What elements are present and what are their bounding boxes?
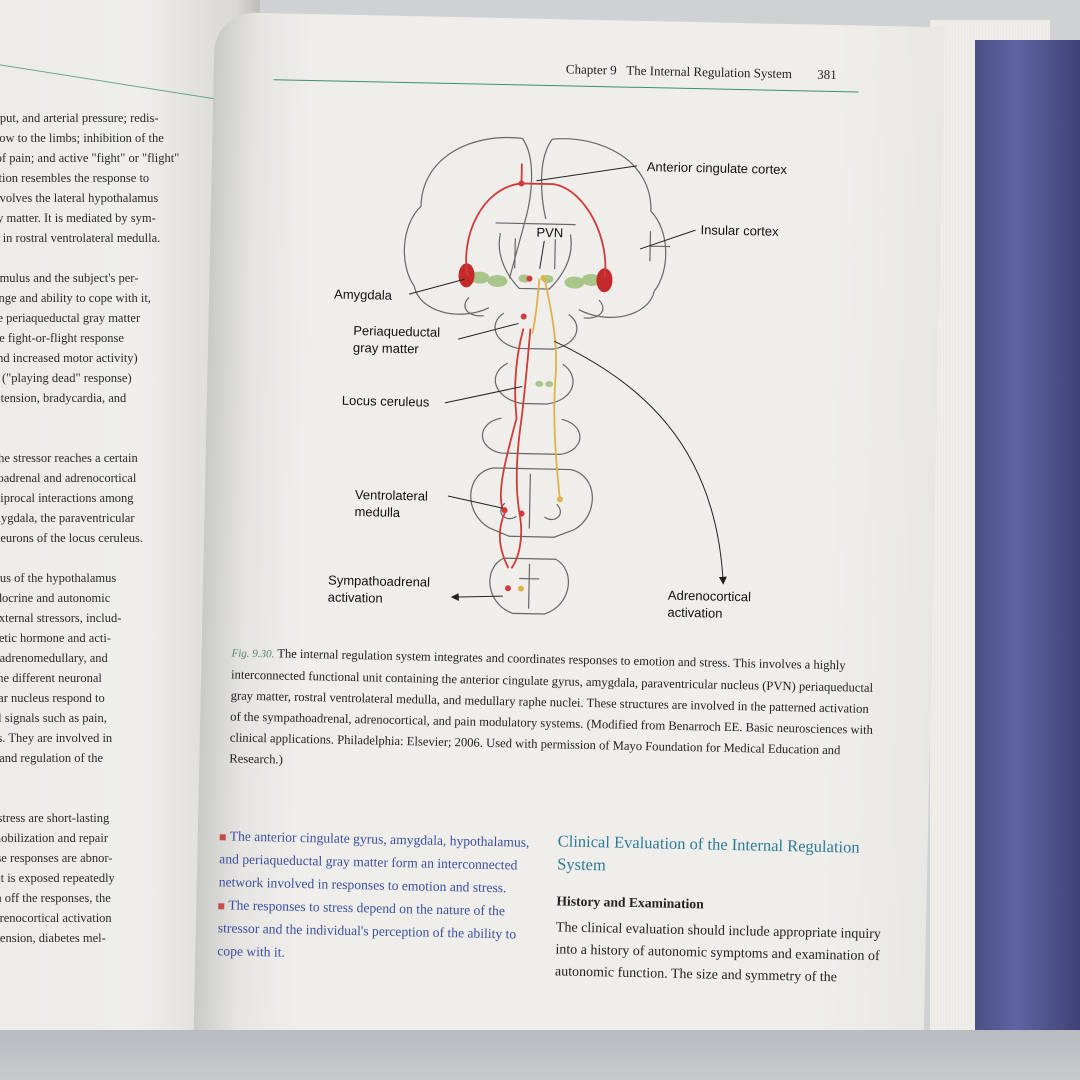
left-text-line: e challenge and ability to cope with it, <box>0 291 151 305</box>
left-text-line: ctal gray matter. It is mediated by sym- <box>0 211 156 225</box>
label-gray-matter: gray matter <box>352 339 419 357</box>
left-text-line <box>0 788 192 808</box>
label-periaqueductal: Periaqueductal <box>353 322 441 340</box>
left-text-line: ude of the stressor reaches a certain <box>0 451 138 465</box>
running-header: Chapter 9 The Internal Regulation System… <box>566 61 837 83</box>
label-adrenocortical: Adrenocortical <box>667 587 752 605</box>
amygdala-marks <box>458 263 613 293</box>
left-text-line: l and adrenocortical activation <box>0 911 112 925</box>
left-text-line: ympathoadrenal and adrenocortical <box>0 471 137 485</box>
left-text-line: s hypertension, diabetes mel- <box>0 931 106 945</box>
left-text-line: nergy mobilization and repair <box>0 831 108 845</box>
left-page-text: diac output, and arterial pressure; redi… <box>0 108 192 968</box>
left-text-line <box>0 408 192 428</box>
table-surface <box>0 1030 1080 1080</box>
left-text-line <box>0 248 192 268</box>
left-text-line: his reaction resembles the response to <box>0 171 150 185</box>
nuclei <box>469 271 602 388</box>
left-text-line: neurons in rostral ventrolateral medulla… <box>0 231 161 245</box>
bullet-square-icon <box>219 834 226 841</box>
left-text-line: nergic neurons of the locus ceruleus. <box>0 531 144 545</box>
right-page: Chapter 9 The Internal Regulation System… <box>193 12 945 1068</box>
left-text-line: blood flow to the limbs; inhibition of t… <box>0 131 164 145</box>
left-text-line <box>0 768 192 788</box>
left-text-line: tems. The different neuronal <box>0 671 102 685</box>
bullet-item: The anterior cingulate gyrus, amygdala, … <box>218 828 530 896</box>
left-text-line: tation and increased motor activity) <box>0 351 138 365</box>
junction-dots <box>501 180 563 592</box>
left-text-line: by hypotension, bradycardia, and <box>0 391 127 405</box>
label-sympathoadrenal: Sympathoadrenal <box>327 572 431 590</box>
left-text-line: he active fight-or-flight response <box>0 331 124 345</box>
yellow-pathways <box>531 278 561 500</box>
figure-number: Fig. 9.30. <box>231 647 275 661</box>
left-text-line: entricular nucleus respond to <box>0 691 105 705</box>
left-text-line: ytokines. They are involved in <box>0 731 113 745</box>
label-medulla: medulla <box>354 504 401 520</box>
leader-lines <box>409 165 727 601</box>
label-adrenocortical-activation: activation <box>667 604 723 621</box>
left-text-line: al and external stressors, includ- <box>0 611 122 625</box>
chapter-number: Chapter 9 <box>565 61 617 78</box>
left-page-rule <box>0 58 217 100</box>
figure-9-30: Anterior cingulate cortex Insular cortex… <box>312 114 923 666</box>
left-text-line <box>0 548 192 568</box>
left-text-line: f the amygdala, the paraventricular <box>0 511 135 525</box>
left-text-line: ycemia and regulation of the <box>0 751 103 765</box>
section-title: Clinical Evaluation of the Internal Regu… <box>557 831 860 875</box>
label-ventrolateral: Ventrolateral <box>354 487 429 504</box>
book-cover-edge <box>975 40 1080 1060</box>
left-text-line: oidance ("playing dead" response) <box>0 371 132 385</box>
left-text-line: e and involves the lateral hypothalamus <box>0 191 159 205</box>
caption-text: The internal regulation system integrate… <box>229 646 874 767</box>
left-text-line: d by reciprocal interactions among <box>0 491 134 505</box>
label-anterior-cingulate-cortex: Anterior cingulate cortex <box>646 159 788 178</box>
neuro-diagram <box>403 137 727 615</box>
summary-bullets: The anterior cingulate gyrus, amygdala, … <box>217 824 540 969</box>
left-text-line: hen these responses are abnor- <box>0 851 113 865</box>
bullet-square-icon <box>218 903 225 910</box>
left-text-line: n the stimulus and the subject's per- <box>0 271 139 285</box>
left-text-line: nses to stress are short-lasting <box>0 811 110 825</box>
subheading: History and Examination <box>556 893 704 912</box>
label-amygdala: Amygdala <box>333 286 393 303</box>
label-locus-ceruleus: Locus ceruleus <box>341 392 430 410</box>
figure-caption: Fig. 9.30. The internal regulation syste… <box>229 642 882 783</box>
left-text-line: ibition of pain; and active "fight" or "… <box>0 151 180 165</box>
red-pathways <box>465 163 607 569</box>
left-text-line: athetic, adrenomedullary, and <box>0 651 108 665</box>
left-text-line: e to turn off the responses, the <box>0 891 111 905</box>
label-pvn: PVN <box>536 224 564 241</box>
left-text-line: diac output, and arterial pressure; redi… <box>0 111 159 125</box>
left-text-line: ated endocrine and autonomic <box>0 591 111 605</box>
brain-outline <box>403 137 671 615</box>
body-paragraph: The clinical evaluation should include a… <box>554 920 881 986</box>
left-text-line <box>0 428 192 448</box>
left-text-line: antidiuretic hormone and acti- <box>0 631 111 645</box>
page-number: 381 <box>817 66 837 83</box>
label-sympathoadrenal-activation: activation <box>327 589 383 606</box>
left-text-line: e subject is exposed repeatedly <box>0 871 115 885</box>
left-text-line: humoral signals such as pain, <box>0 711 107 725</box>
label-insular-cortex: Insular cortex <box>700 222 779 239</box>
left-text-line: ar nucleus of the hypothalamus <box>0 571 117 585</box>
left-text-line: n. <box>0 948 192 968</box>
bullet-item: The responses to stress depend on the na… <box>217 897 517 960</box>
chapter-title: The Internal Regulation System <box>626 62 793 82</box>
left-text-line: ns of the periaqueductal gray matter <box>0 311 141 325</box>
